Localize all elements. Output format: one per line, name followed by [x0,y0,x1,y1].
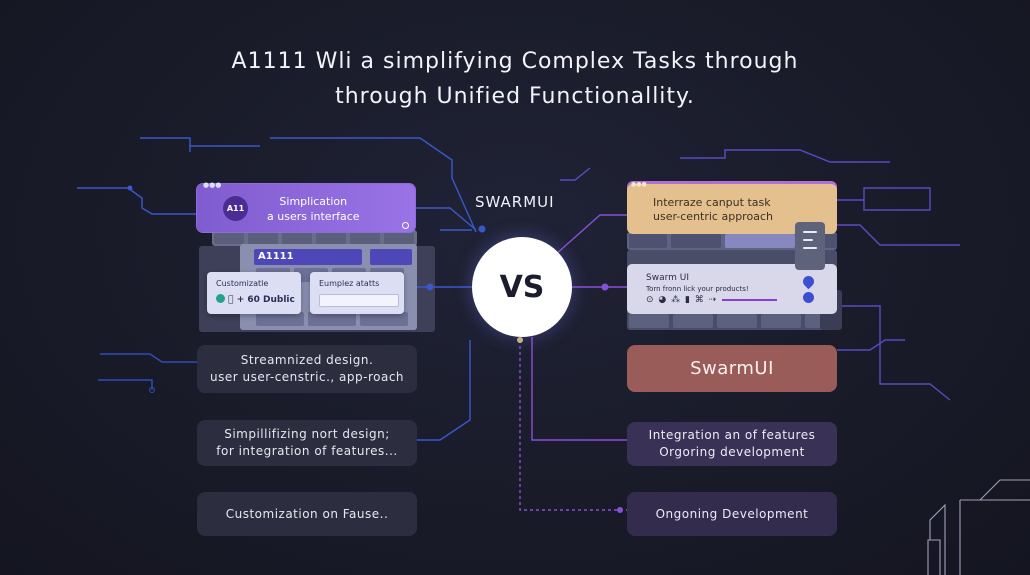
customization-line-1: Customization on Fause.. [225,506,389,521]
customizable-card-heading: Customizatle [216,279,269,288]
customization-box: Customization on Fause.. [197,492,417,536]
examples-card-field[interactable] [319,294,399,307]
swarm-ui-card-subtitle: Torn fronn lick your products! [646,285,749,293]
teal-dot-icon [216,294,225,303]
integration-line-1: Integration an of features [648,428,816,442]
swarmui-label: SWARMUI [475,193,555,211]
integration-line-2: Orgoring development [659,445,805,459]
vs-badge: VS [472,237,572,337]
streamlined-line-2: user user-censtric., app-roach [209,370,405,384]
simplification-card[interactable]: ●●● A11 Simplication a users interface [197,181,415,232]
headline-line-1: A1111 Wli a simplifying Complex Tasks th… [231,49,799,74]
blue-dot-icon [803,292,814,303]
input-task-line-1: Interraze canput task [653,196,771,209]
simplifying-line-2: for integration of features... [216,444,398,458]
streamlined-design-box: Streamnized design. user user-censtric.,… [197,345,417,393]
left-grid-cells [214,232,414,244]
menu-line-icon [803,247,817,249]
simplifying-line-1: Simpillifizing nort design; [224,427,390,441]
examples-card-heading: Eumplez atatts [319,279,380,288]
swarm-ui-card[interactable]: Swarm UI Torn fronn lick your products! … [627,264,837,314]
customizable-card-value: + 60 Dublic [228,295,295,305]
a11-badge: A11 [223,196,248,221]
simplifying-design-box: Simpillifizing nort design; for integrat… [197,420,417,466]
apple-icon:  [228,295,233,305]
ongoing-line-1: Ongoning Development [655,506,809,521]
input-task-card-text: Interraze canput task user-centric appro… [653,196,773,224]
headline-line-2: through Unified Functionallity. [335,84,695,109]
card-ring-icon [402,222,409,229]
toolbar-icons[interactable]: ⊙ ◕ ⁂ ▮ ⌘ ⇢ [646,295,718,305]
customizable-card-row:  + 60 Dublic [216,294,295,305]
input-task-line-2: user-centric approach [653,210,773,223]
window-dots-icon: ●●● [631,181,647,188]
integration-box: Integration an of features Orgoring deve… [627,422,837,466]
menu-line-icon [803,239,813,241]
a1111-panel-bar-right [370,249,412,265]
ongoing-development-box: Ongoning Development [627,492,837,536]
simplification-line-2: a users interface [267,210,360,223]
swarmui-box: SwarmUI [627,345,837,392]
customizable-card[interactable]: Customizatle  + 60 Dublic [207,272,301,314]
scroll-panel[interactable] [795,222,825,270]
simplification-card-text: Simplication a users interface [267,194,360,224]
a1111-panel-bar: A1111 [254,249,362,265]
swarm-ui-card-title: Swarm UI [646,273,690,283]
streamlined-line-1: Streamnized design. [240,353,374,367]
examples-card[interactable]: Eumplez atatts [310,272,404,314]
simplification-line-1: Simplication [279,195,348,208]
left-panel-cells-bottom [256,312,408,326]
right-panel-cells [629,314,839,328]
swarm-ui-progress-bar [722,299,777,301]
menu-line-icon [803,231,817,233]
window-dots-icon: ●●● [203,181,222,189]
